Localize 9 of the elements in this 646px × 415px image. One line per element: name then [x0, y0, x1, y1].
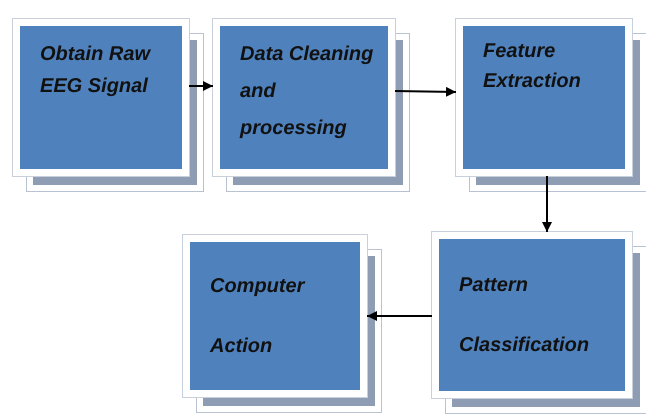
- arrow: [367, 311, 432, 321]
- box-label: Pattern Classification: [459, 273, 590, 358]
- box-label: Data Cleaning and processing: [240, 42, 374, 141]
- arrow: [542, 176, 552, 232]
- box-label: Computer Action: [210, 274, 306, 359]
- box-label: Obtain Raw EEG Signal: [40, 42, 152, 99]
- arrow: [189, 81, 213, 91]
- arrow: [394, 86, 456, 97]
- box-label: Feature Extraction: [483, 39, 582, 94]
